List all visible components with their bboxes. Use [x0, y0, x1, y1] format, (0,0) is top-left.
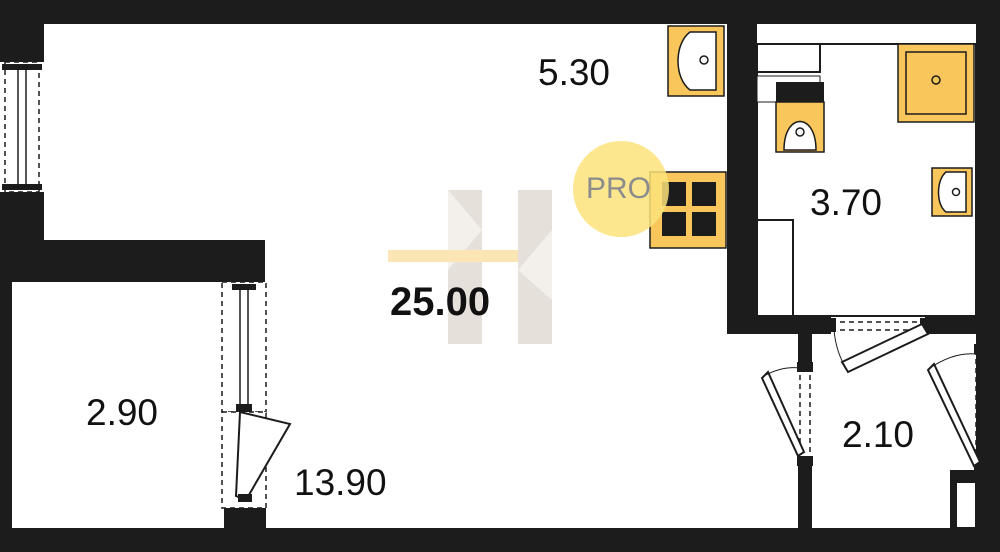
hallway-area-label: 2.10	[842, 414, 915, 455]
balcony-area-label: 2.90	[86, 392, 159, 433]
hallway-door-left	[760, 362, 813, 466]
bathroom-door	[826, 318, 930, 374]
window-left-top	[2, 61, 42, 193]
total-area-label: 25.00	[390, 280, 491, 324]
bathroom-area-label: 3.70	[810, 182, 883, 223]
kitchen-area-label: 5.30	[538, 52, 611, 93]
toilet-icon	[775, 82, 825, 153]
entrance-door	[926, 344, 996, 529]
kitchen-sink-icon	[667, 25, 725, 97]
balcony-window	[221, 281, 292, 509]
living-room-area-label: 13.90	[294, 462, 387, 503]
pro-badge-text: PRO	[586, 172, 652, 205]
watermark-logo	[388, 190, 552, 344]
shower-tray-icon	[897, 43, 975, 123]
pro-badge	[573, 141, 669, 237]
bathroom-sink-icon	[931, 167, 973, 217]
